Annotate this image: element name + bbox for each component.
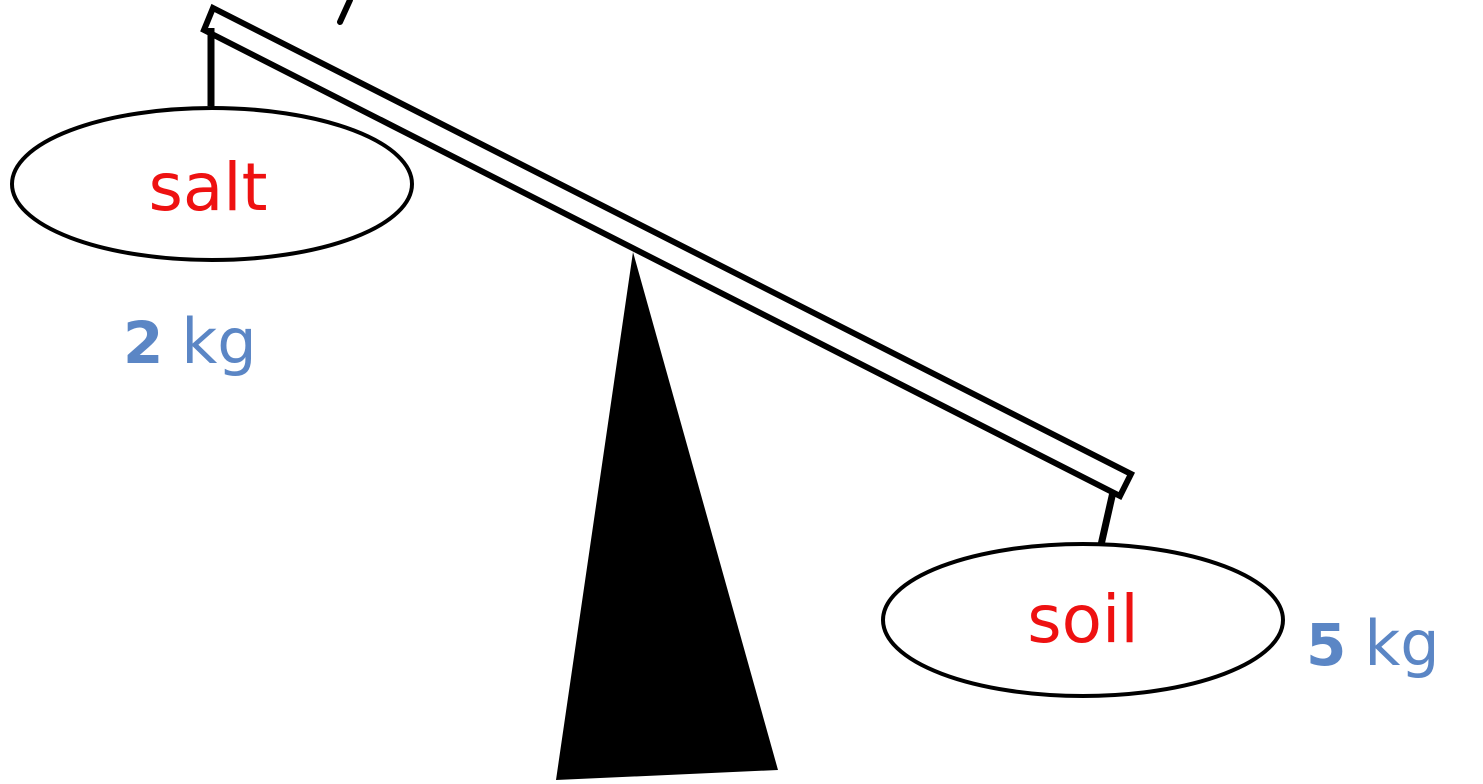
right-weight: 5 kg bbox=[1306, 607, 1440, 680]
right-weight-value: 5 bbox=[1306, 611, 1346, 679]
right-weight-unit: kg bbox=[1364, 607, 1439, 680]
left-weight-unit: kg bbox=[181, 305, 256, 378]
left-weight-value: 2 bbox=[123, 309, 163, 377]
top-tick-mark bbox=[340, 0, 350, 22]
right-pan-label: soil bbox=[1027, 581, 1138, 658]
fulcrum-stand bbox=[556, 252, 778, 780]
right-hanger-rod bbox=[1101, 492, 1113, 545]
left-weight: 2 kg bbox=[123, 305, 257, 378]
left-pan-label: salt bbox=[148, 149, 267, 226]
